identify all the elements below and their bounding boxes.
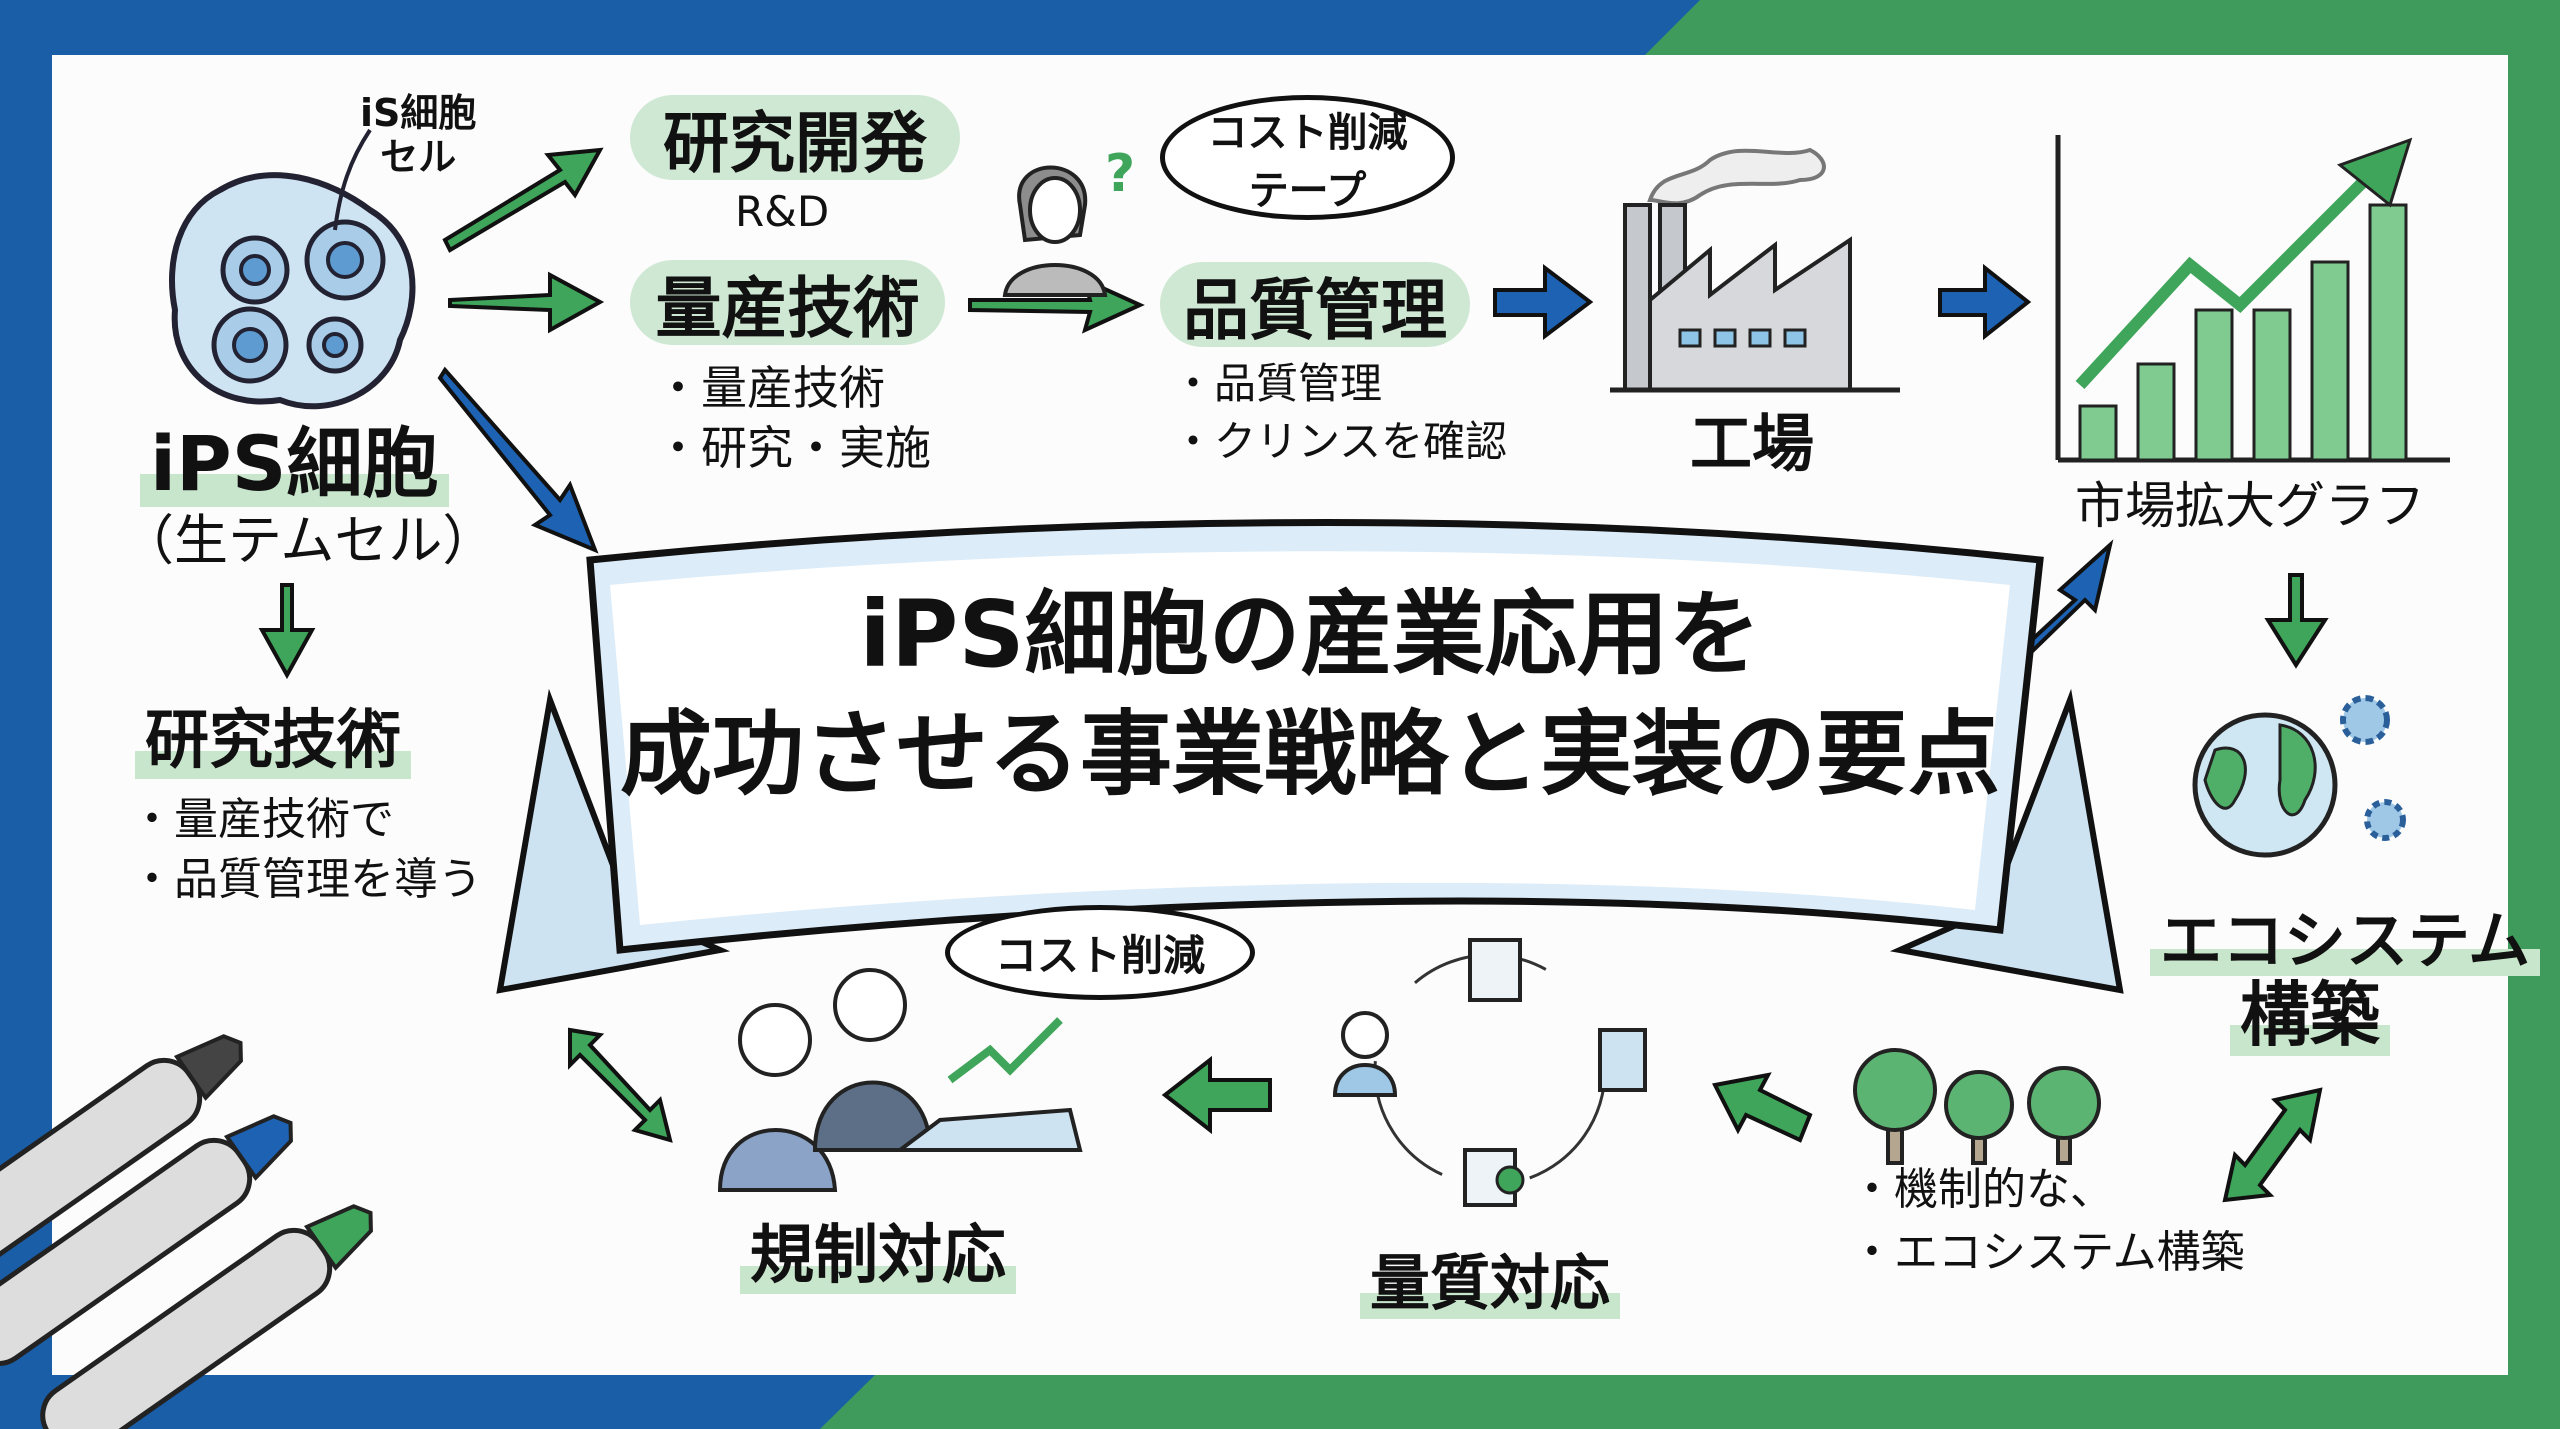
cost-reduction-bubble-top: コスト削減 テープ — [1160, 95, 1455, 220]
chart-bar — [2252, 308, 2292, 462]
gear-icon — [2364, 799, 2406, 841]
cost-reduction-bubble-bottom: コスト削減 — [945, 905, 1255, 1000]
callout-line: セル — [380, 134, 457, 179]
quality-cycle-icons — [1332, 938, 1647, 1207]
market-chart-icon — [2055, 135, 2450, 463]
ecosystem-label-1: エコシステム — [2150, 905, 2541, 976]
gear-icon — [2340, 695, 2390, 745]
arrow-chart-to-ecosystem — [2264, 573, 2329, 669]
chart-bar — [2194, 308, 2234, 462]
callout-line: iS細胞 — [360, 91, 477, 135]
bubble-line: コスト削減 — [994, 931, 1205, 980]
ecosystem-label-2: 構築 — [2230, 975, 2390, 1056]
ips-cell-sublabel: （生テムセル） — [120, 509, 497, 572]
cell-callout: iS細胞 セル — [360, 91, 477, 179]
title-line-1: iPS細胞の産業応用を — [859, 581, 1761, 688]
quality-bullet: ・品質管理 — [1172, 359, 1383, 408]
banner-title: iPS細胞の産業応用を 成功させる事業戦略と実装の要点 — [560, 575, 2060, 814]
mass-production-bullet: ・研究・実施 — [655, 421, 931, 475]
bubble-line: コスト削減 — [1207, 109, 1408, 156]
research-tech-label: 研究技術 — [135, 704, 411, 779]
quality-response-label: 量質対応 — [1360, 1250, 1620, 1319]
ips-cell-illustration — [169, 128, 416, 410]
background-green-bottom — [820, 1370, 2560, 1429]
research-tech-bullet: ・品質管理を導う — [130, 854, 482, 905]
mass-production-bullet: ・量産技術 — [655, 361, 885, 415]
rnd-sub: R&D — [735, 187, 830, 236]
document-icon — [1468, 938, 1522, 1002]
research-tech-bullet: ・量産技術で — [130, 794, 394, 845]
arrow-to-banner — [437, 366, 599, 554]
arrow-to-regulation — [1161, 1055, 1272, 1135]
ips-cell-label: iPS細胞 — [140, 420, 449, 507]
quality-pill: 品質管理 — [1160, 262, 1470, 349]
background-green-top — [1640, 0, 2560, 60]
business-people-icon — [717, 968, 1083, 1192]
arrow-to-cycle — [1712, 1072, 1813, 1143]
arrow-to-chart — [1938, 263, 2032, 341]
ecosystem-bullet: ・エコシステム構築 — [1850, 1227, 2245, 1278]
chart-bar — [2368, 203, 2408, 462]
clipboard-icon — [1598, 1028, 1647, 1092]
arrow-cell-to-research — [258, 583, 316, 680]
double-arrow-regulation — [568, 1027, 673, 1143]
background-green-right — [2500, 0, 2560, 1429]
regulation-label: 規制対応 — [740, 1219, 1016, 1294]
chart-trend-arrow — [2075, 170, 2375, 390]
chart-bar — [2310, 260, 2350, 462]
arrow-to-factory — [1493, 263, 1594, 341]
market-chart-label: 市場拡大グラフ — [2075, 477, 2425, 535]
bubble-line: テープ — [1248, 167, 1367, 214]
globe-gears-icon — [2192, 695, 2406, 858]
title-banner — [496, 519, 2124, 994]
quality-bullet: ・クリンスを確認 — [1172, 417, 1508, 466]
factory-label: 工場 — [1690, 407, 1815, 480]
chart-bar — [2136, 362, 2176, 462]
worker-icon — [1341, 1011, 1389, 1059]
arrow-to-mass-production — [448, 271, 605, 334]
rnd-pill: 研究開発 — [630, 95, 960, 182]
chart-bar — [2078, 404, 2118, 462]
trees-icon — [1853, 1048, 2101, 1165]
mass-production-pill: 量産技術 — [630, 260, 945, 347]
arrow-to-rnd — [442, 147, 604, 253]
markers-illustration — [0, 1034, 373, 1429]
double-arrow-ecosystem — [2222, 1087, 2323, 1203]
checked-document-icon — [1463, 1148, 1517, 1207]
factory-icon — [1610, 147, 1900, 393]
person-icon — [1002, 165, 1108, 297]
ecosystem-bullet: ・機制的な、 — [1850, 1164, 2114, 1215]
question-mark: ? — [1105, 144, 1136, 204]
chart-arrowhead — [2336, 137, 2413, 208]
title-line-2: 成功させる事業戦略と実装の要点 — [619, 700, 2000, 808]
